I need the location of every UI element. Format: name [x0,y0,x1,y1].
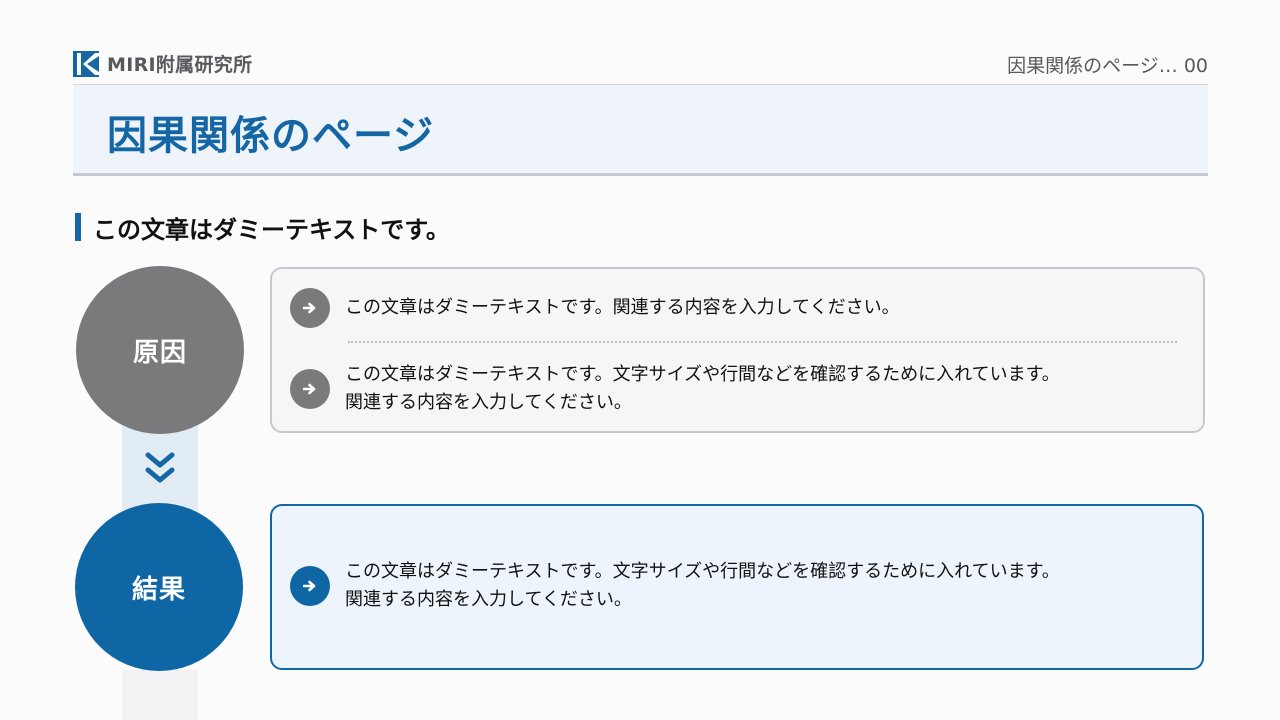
section-heading-text: この文章はダミーテキストです。 [93,215,450,244]
miri-logo-icon [73,50,99,77]
cause-box: この文章はダミーテキストです。関連する内容を入力してください。 この文章はダミー… [270,267,1205,433]
arrow-right-icon [290,369,330,409]
dotted-divider [348,341,1177,343]
effect-item-text: この文章はダミーテキストです。文字サイズや行間などを確認するために入れています。… [345,561,1060,610]
arrow-right-icon [290,566,330,606]
section-heading: この文章はダミーテキストです。 [75,212,450,244]
cause-item: この文章はダミーテキストです。関連する内容を入力してください。 [290,288,900,328]
title-band: 因果関係のページ [73,85,1208,176]
header: MIRI附属研究所 因果関係のページ… 00 [73,46,1208,85]
org-name: MIRI附属研究所 [107,54,253,76]
section-accent-bar [75,213,81,241]
double-chevron-down-icon [145,452,175,483]
cause-item: この文章はダミーテキストです。文字サイズや行間などを確認するために入れています。… [290,361,1060,417]
arrow-right-icon [290,288,330,328]
cause-item-text: この文章はダミーテキストです。文字サイズや行間などを確認するために入れています。… [345,364,1060,413]
connector-fade [122,670,198,720]
effect-box: この文章はダミーテキストです。文字サイズや行間などを確認するために入れています。… [270,504,1204,670]
effect-label: 結果 [131,574,186,605]
effect-item: この文章はダミーテキストです。文字サイズや行間などを確認するために入れています。… [290,558,1060,614]
logo: MIRI附属研究所 [73,50,252,77]
cause-circle: 原因 [76,266,244,434]
page-reference: 因果関係のページ… 00 [1007,55,1208,77]
cause-label: 原因 [132,337,187,368]
page-title: 因果関係のページ [107,113,435,159]
effect-circle: 結果 [75,503,243,671]
cause-item-text: この文章はダミーテキストです。関連する内容を入力してください。 [345,297,900,318]
